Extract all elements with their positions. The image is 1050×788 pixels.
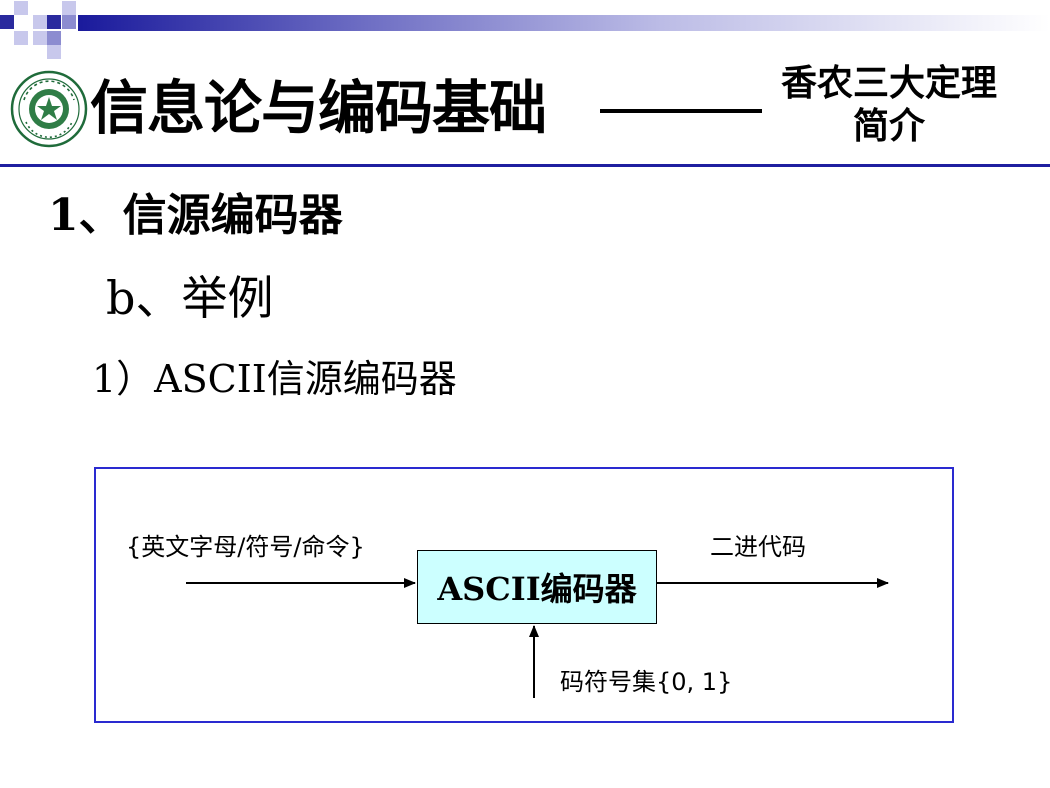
corner-square [47,45,61,59]
corner-decoration [0,0,90,60]
university-seal-icon [10,70,88,148]
ascii-encoder-box: ASCII编码器 [417,550,657,624]
input-label: {英文字母/符号/命令} [126,533,365,561]
output-label: 二进代码 [710,533,806,561]
subtitle-line: 简介 [852,106,925,147]
corner-square [47,15,61,29]
subsection-heading: b、举例 [106,271,274,325]
title-rule [0,164,1050,167]
title-dash [600,109,762,113]
page-subtitle: 香农三大定理 简介 [764,62,1014,148]
page-title: 信息论与编码基础 [90,74,547,142]
diagram-frame [94,467,954,723]
corner-square [62,15,76,29]
corner-square [0,15,14,29]
example-heading: 1）ASCII信源编码器 [92,357,457,401]
subtitle-line: 香农三大定理 [780,63,997,104]
section-heading: 1、信源编码器 [48,190,343,241]
header-gradient-bar [78,15,1050,31]
corner-square [62,1,76,15]
corner-square [47,31,61,45]
corner-square [33,15,47,29]
corner-square [14,31,28,45]
corner-square [14,1,28,15]
code-alphabet-label: 码符号集{0, 1} [560,668,733,696]
corner-square [33,31,47,45]
